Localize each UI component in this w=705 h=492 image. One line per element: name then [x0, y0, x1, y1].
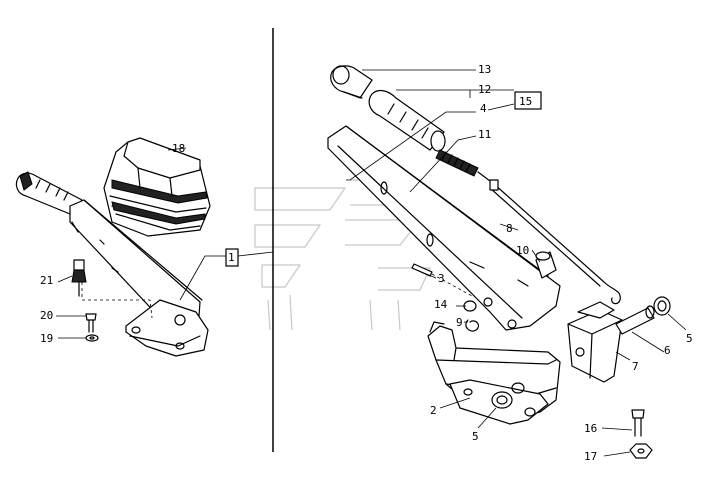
- grip-12: [368, 89, 446, 152]
- callout-6: 6: [664, 344, 671, 357]
- callout-16: 16: [584, 422, 597, 435]
- sleeve-13: [330, 65, 373, 99]
- callout-12: 12: [478, 83, 491, 96]
- callout-14: 14: [434, 298, 448, 311]
- switch-21: [71, 259, 87, 297]
- nut-17: [629, 443, 653, 459]
- rod-8: [489, 179, 621, 305]
- block-7: [567, 301, 623, 383]
- bolt-20: [85, 313, 97, 333]
- callout-3: 3: [438, 272, 445, 285]
- pin-6: [615, 305, 655, 335]
- callout-15: 15: [519, 95, 532, 108]
- callout-7: 7: [632, 360, 639, 373]
- handbrake-lever-left: [15, 171, 209, 357]
- callout-17: 17: [584, 450, 597, 463]
- spring-11: [435, 149, 495, 185]
- bushing-5-lower: [491, 391, 513, 409]
- callout-5-lower: 5: [472, 430, 479, 443]
- bracket-2: [427, 321, 561, 425]
- callout-1: 1: [228, 251, 235, 264]
- callout-8: 8: [506, 222, 513, 235]
- pin-10: [535, 251, 557, 279]
- callout-2: 2: [430, 404, 437, 417]
- callout-20: 20: [40, 309, 53, 322]
- callout-9: 9: [456, 316, 463, 329]
- callout-13: 13: [478, 63, 491, 76]
- callout-19: 19: [40, 332, 53, 345]
- callout-18: 18: [172, 142, 185, 155]
- callout-labels: 1 2 3 4 5 5 6 7 8 9 10 11 12 13 14 15 16…: [40, 63, 693, 463]
- callout-5-right: 5: [686, 332, 693, 345]
- bushing-5-right: [653, 296, 671, 316]
- rubber-boot-18: [103, 137, 211, 237]
- callout-4: 4: [480, 102, 487, 115]
- spring-clip-9: [465, 319, 480, 332]
- pin-3: [411, 263, 473, 297]
- washer-19: [85, 334, 99, 342]
- reference-box-15: [514, 91, 542, 110]
- right-assembly: [56, 65, 687, 459]
- callout-10: 10: [516, 244, 529, 257]
- callout-21: 21: [40, 274, 53, 287]
- callout-11: 11: [478, 128, 491, 141]
- reference-box-1: [225, 248, 239, 267]
- bolt-16: [631, 409, 645, 437]
- left-assembly: [15, 137, 274, 357]
- lever-arm-4: [327, 125, 561, 331]
